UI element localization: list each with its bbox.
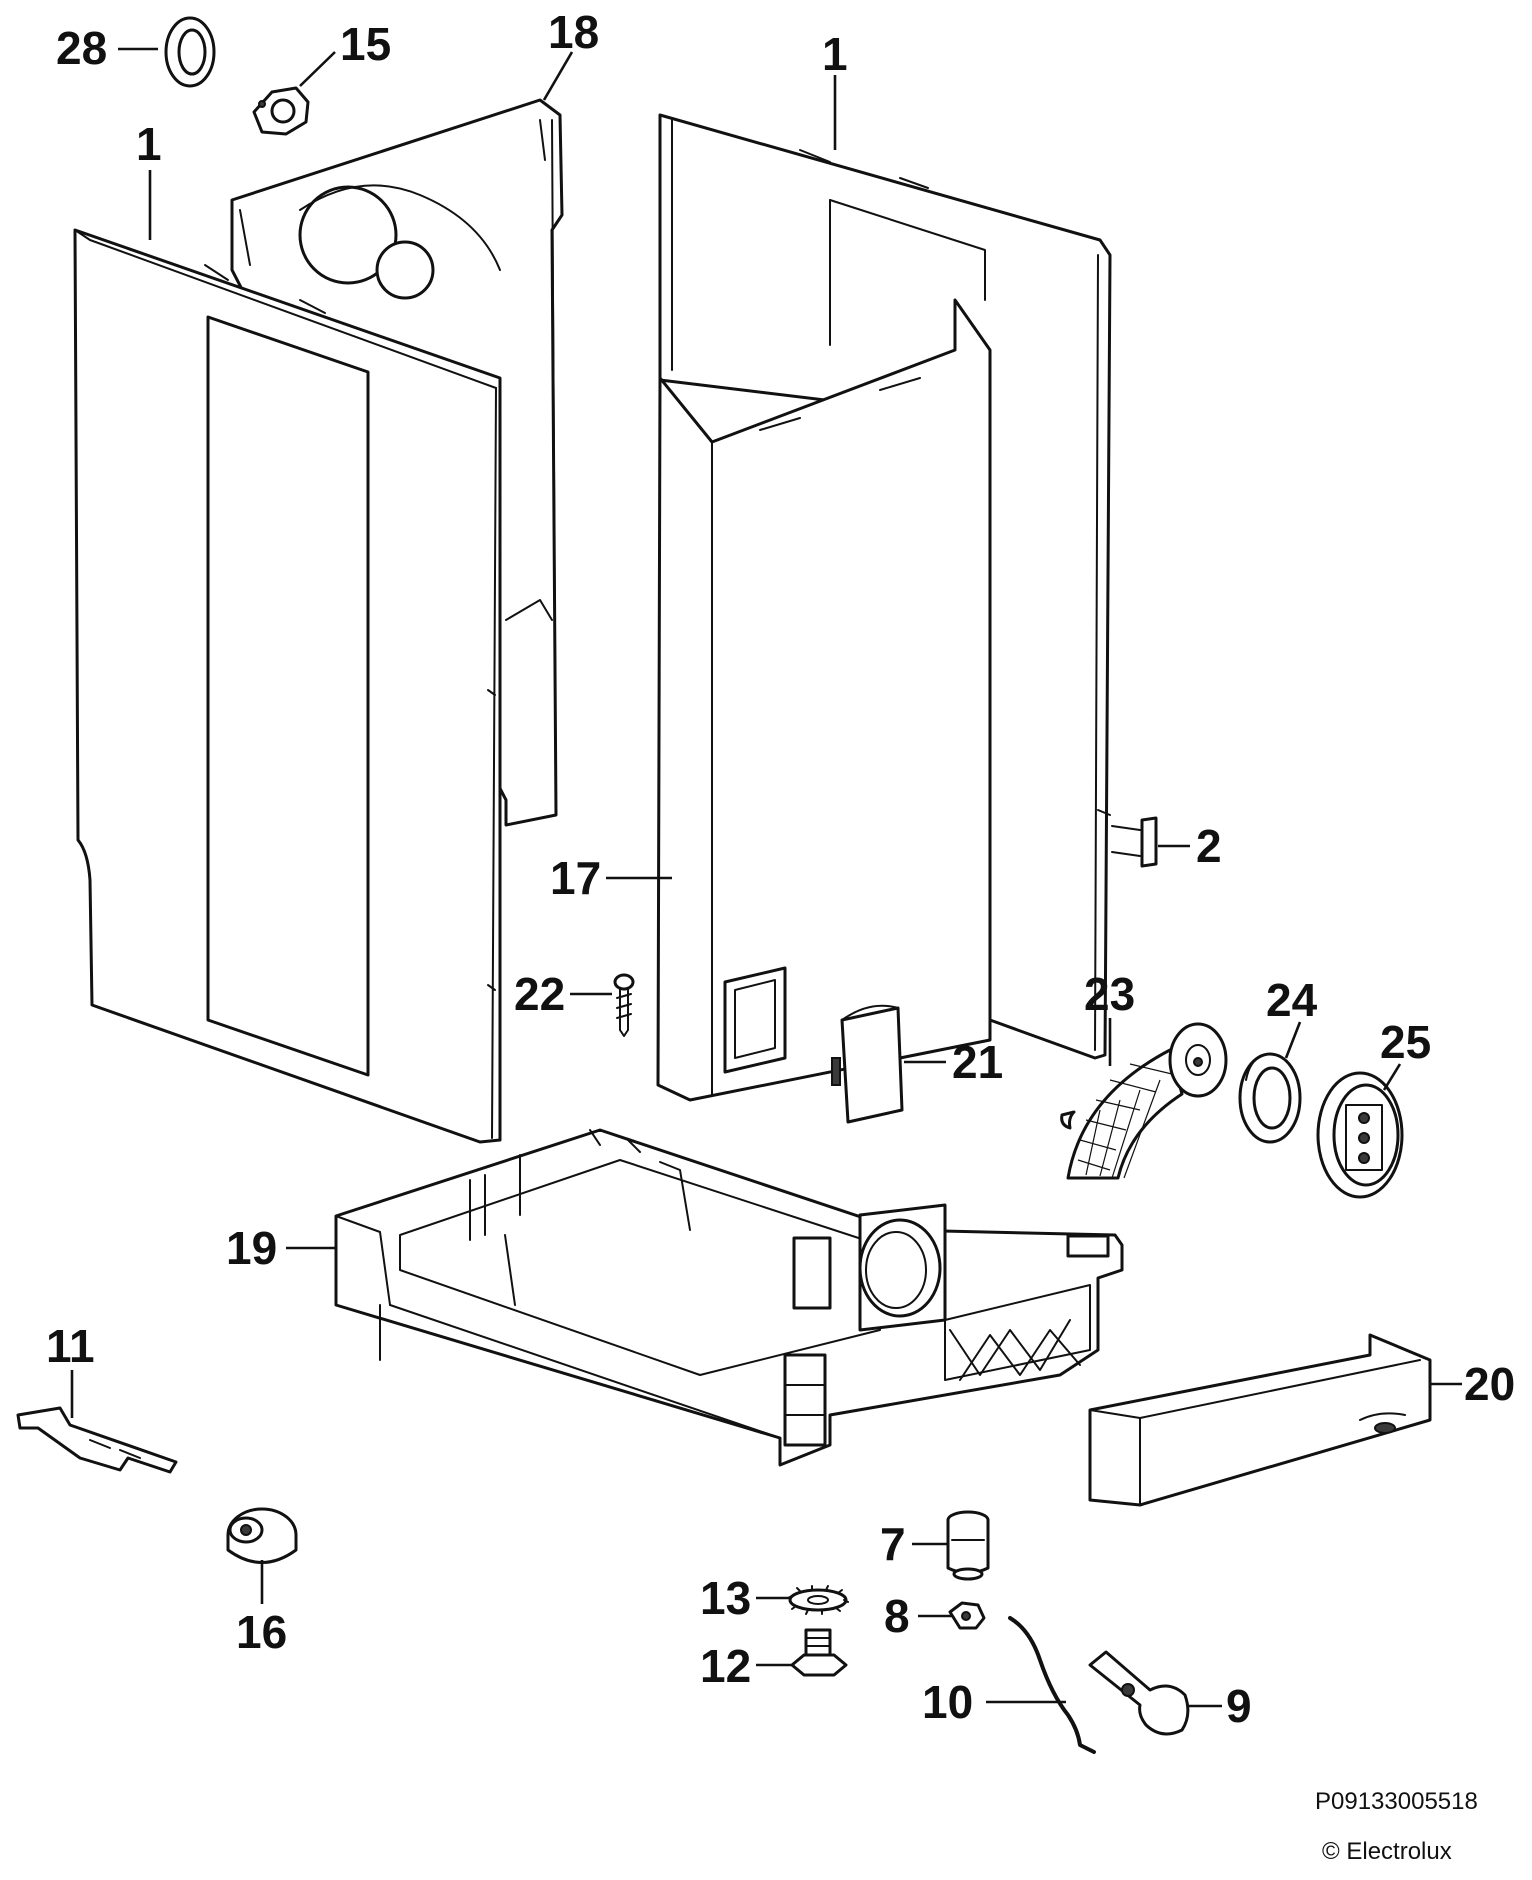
part-10-wire-spring: [1008, 1616, 1096, 1754]
label-16: 16: [236, 1606, 287, 1658]
label-9: 9: [1226, 1680, 1252, 1732]
label-17: 17: [550, 852, 601, 904]
part-21-flap: [831, 1004, 904, 1124]
label-21: 21: [952, 1036, 1003, 1088]
part-20-front-plinth: [1088, 1333, 1432, 1507]
label-23: 23: [1084, 968, 1135, 1020]
label-20: 20: [1464, 1358, 1515, 1410]
leader-24: [1284, 1021, 1302, 1059]
leader-lines: [70, 47, 1462, 1708]
label-15: 15: [340, 18, 391, 70]
label-28: 28: [56, 22, 107, 74]
part-1-left-side-panel: [73, 228, 502, 1144]
label-1-left: 1: [136, 118, 162, 170]
part-2-clip: [1111, 816, 1158, 868]
label-12: 12: [700, 1640, 751, 1692]
part-9-lever: [1088, 1650, 1190, 1736]
part-1-right-side-panel: [658, 113, 1112, 1060]
label-7: 7: [880, 1518, 906, 1570]
label-10: 10: [922, 1676, 973, 1728]
part-16-motor-cap: [226, 1507, 298, 1564]
label-2: 2: [1196, 820, 1222, 872]
label-19: 19: [226, 1222, 277, 1274]
part-25-end-cap: [1316, 1071, 1404, 1199]
label-24: 24: [1266, 974, 1318, 1026]
label-11: 11: [46, 1320, 95, 1372]
part-11-bracket: [16, 1406, 178, 1474]
part-23-hose: [1060, 1022, 1228, 1180]
part-15-cap: [252, 86, 310, 136]
label-22: 22: [514, 968, 565, 1020]
part-7-cylinder: [946, 1510, 990, 1581]
part-labels: 28 15 18 1 1 2 17 22 21 23 24 25 19 20 1…: [46, 6, 1515, 1732]
leader-18: [542, 51, 574, 101]
label-25: 25: [1380, 1016, 1431, 1068]
part-8-nut: [948, 1601, 986, 1630]
label-8: 8: [884, 1590, 910, 1642]
label-13: 13: [700, 1572, 751, 1624]
part-22-screw: [613, 973, 635, 1037]
part-17-front-panel: [656, 298, 992, 1102]
leader-15: [299, 51, 336, 87]
copyright-notice: © Electrolux: [1322, 1838, 1452, 1865]
label-1-right: 1: [822, 28, 848, 80]
document-code: P09133005518: [1315, 1788, 1478, 1815]
part-12-foot: [790, 1628, 848, 1677]
part-24-ring: [1238, 1052, 1302, 1144]
label-18: 18: [548, 6, 599, 58]
leader-25: [1382, 1063, 1402, 1091]
part-13-washer: [787, 1585, 849, 1615]
part-19-base-frame: [334, 1128, 1124, 1467]
part-28-ring: [164, 16, 216, 88]
